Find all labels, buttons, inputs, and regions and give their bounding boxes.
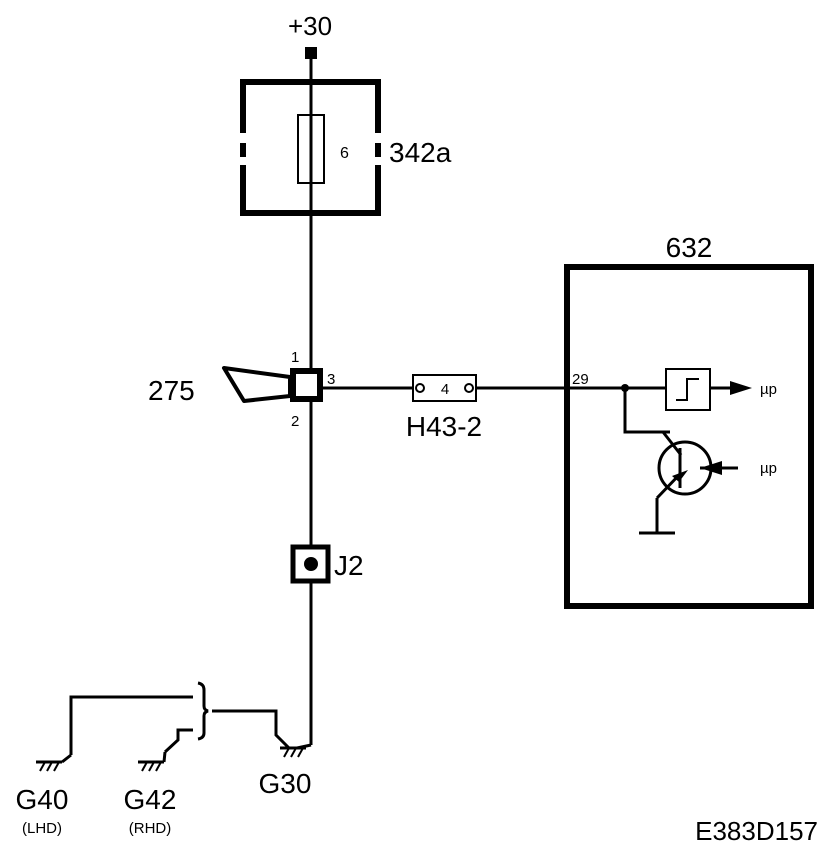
connector-pin: 4 — [441, 381, 449, 398]
ground-g40-id: G40 — [16, 784, 69, 815]
module-id: 632 — [666, 232, 713, 263]
splice: J2 — [290, 544, 364, 584]
switch-pin-1: 1 — [291, 349, 299, 366]
figure-code: E383D157 — [695, 816, 818, 846]
module-box — [564, 264, 814, 609]
ground-icon-g42 — [138, 751, 167, 772]
switch-id: 275 — [148, 375, 195, 406]
module-input-label: µp — [760, 460, 777, 477]
splice-id: J2 — [334, 550, 364, 581]
ground-g40-note: (LHD) — [22, 820, 62, 837]
switch-pin-3: 3 — [327, 371, 335, 388]
module-output-label: µp — [760, 381, 777, 398]
switch: 1 2 3 275 — [148, 349, 335, 430]
fuse-box-id: 342a — [389, 137, 452, 168]
connector: 4 H43-2 — [406, 374, 482, 442]
module: 632 29 µp µp — [564, 232, 814, 609]
output-arrow-icon — [730, 381, 752, 395]
ground-icon-g30 — [280, 746, 306, 758]
fuse-number: 6 — [340, 145, 349, 162]
input-arrow-icon — [700, 461, 722, 475]
connector-id: H43-2 — [406, 411, 482, 442]
ground-icon-g40 — [36, 753, 72, 772]
ground-g42-note: (RHD) — [129, 820, 172, 837]
ground-wiring — [69, 681, 312, 755]
switch-actuator-icon — [222, 366, 292, 403]
module-pin: 29 — [572, 371, 589, 388]
ground-g30-id: G30 — [259, 768, 312, 799]
power-label: +30 — [288, 11, 332, 41]
ground-g42-id: G42 — [124, 784, 177, 815]
switch-pin-2: 2 — [291, 413, 299, 430]
power-terminal — [305, 47, 317, 59]
fuse-box: 6 342a — [240, 79, 452, 216]
switch-contact — [290, 368, 323, 402]
